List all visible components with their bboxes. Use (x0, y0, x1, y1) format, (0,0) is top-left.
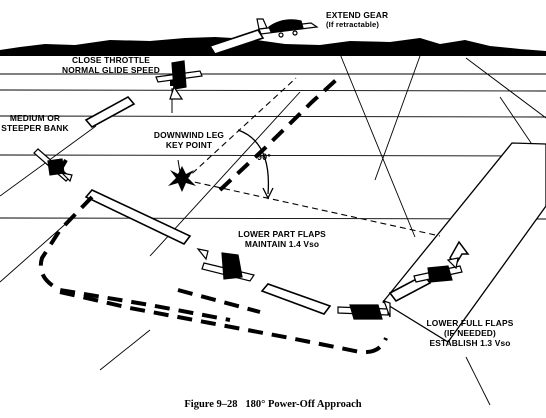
figure-caption: Figure 9–28 180° Power-Off Approach (184, 399, 362, 410)
label-close-throttle: CLOSE THROTTLE NORMAL GLIDE SPEED (62, 55, 160, 75)
ground-lines (0, 73, 546, 220)
label-extend-gear: EXTEND GEAR (If retractable) (326, 10, 389, 29)
wing-bars (84, 29, 432, 315)
horizon-mountains (0, 37, 546, 56)
key-point-reference (184, 77, 441, 237)
label-lower-full-flaps: LOWER FULL FLAPS (IF NEEDED) ESTABLISH 1… (426, 318, 514, 348)
key-point-leader (177, 159, 181, 173)
runway (382, 142, 546, 343)
label-angle: 90° (257, 152, 272, 162)
label-downwind-key-point: DOWNWIND LEG KEY POINT (153, 130, 225, 150)
perspective-lines (0, 53, 546, 406)
key-point-cross-icon (168, 166, 196, 192)
airplane-icon (33, 18, 463, 320)
label-lower-part-flaps: LOWER PART FLAPS MAINTAIN 1.4 Vso (238, 229, 326, 249)
angle-arc (237, 129, 270, 195)
label-medium-bank: MEDIUM OR STEEPER BANK (1, 113, 69, 133)
